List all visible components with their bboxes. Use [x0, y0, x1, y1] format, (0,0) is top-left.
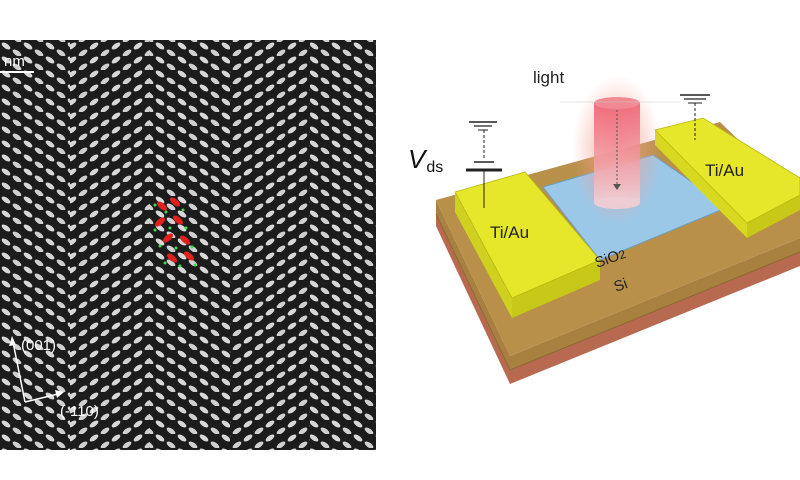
device-schematic: light Vds Ti/Au Ti/Au SiO2 Si	[408, 68, 800, 384]
axis-label-001: (001)	[21, 337, 56, 354]
scale-bar: nm	[0, 53, 34, 73]
voltage-source	[466, 121, 502, 208]
light-label: light	[533, 68, 564, 87]
arrow-up-icon	[9, 336, 16, 346]
left-contact-label: Ti/Au	[490, 223, 529, 242]
crystal-axes: (001) (-110)	[9, 336, 99, 420]
arrow-right-icon	[55, 390, 64, 398]
tem-image	[0, 40, 376, 450]
si-label: Si	[612, 275, 630, 296]
scale-bar-label: nm	[4, 53, 25, 70]
axis-label-110: (-110)	[60, 403, 99, 420]
right-contact-label: Ti/Au	[705, 161, 744, 180]
ground-symbol-right	[680, 94, 710, 140]
light-beam	[594, 97, 640, 209]
left-contact-pad	[454, 171, 601, 299]
arrow-down-icon	[613, 184, 621, 190]
vds-label: Vds	[408, 144, 443, 176]
atom-overlay	[153, 197, 197, 268]
